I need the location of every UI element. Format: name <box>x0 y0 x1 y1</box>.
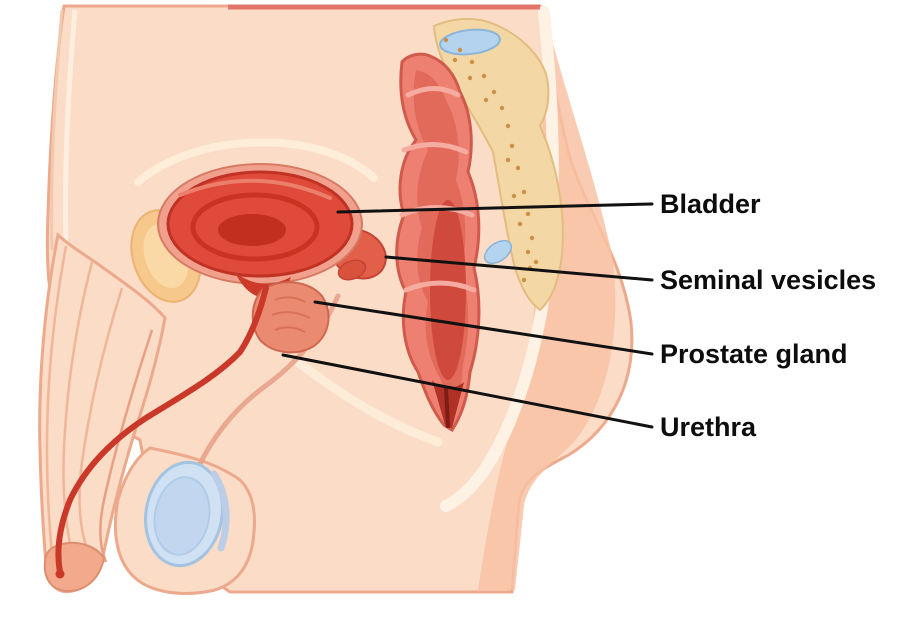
bladder-center <box>218 214 286 246</box>
bladder-inner-ring <box>190 192 320 262</box>
urethra-opening <box>55 569 65 579</box>
rectum-haustra-ridges <box>399 86 477 293</box>
prostate-stripes <box>271 296 311 333</box>
peritoneum-arc <box>134 138 378 186</box>
leader-lines <box>281 202 654 429</box>
glans <box>43 541 106 593</box>
anal-canal-slit <box>444 386 450 428</box>
labels: Bladder Seminal vesicles Prostate gland … <box>660 189 876 442</box>
seminal-vesicles-label: Seminal vesicles <box>660 265 876 295</box>
penis-shaft-lines <box>45 245 154 563</box>
urethra-tube <box>55 285 269 575</box>
testicle-inner <box>153 476 211 556</box>
fascia-band <box>440 6 559 512</box>
spinal-disc-icon <box>439 28 501 56</box>
seminal-vesicles-leader-line <box>384 255 654 282</box>
bladder-leader-line <box>336 202 654 214</box>
bladder-label: Bladder <box>660 189 761 219</box>
urethra-label: Urethra <box>660 412 757 442</box>
epididymis <box>210 470 230 552</box>
bladder <box>157 163 363 299</box>
spinal-disc-lower-icon <box>483 239 513 265</box>
bone-speckles <box>443 37 539 283</box>
prostate-leader-line <box>313 300 654 356</box>
urethra-leader-line <box>281 353 654 429</box>
pelvic-floor-band <box>293 357 443 447</box>
rectum-lumen <box>430 200 466 380</box>
abdominal-wall-edge <box>50 9 64 251</box>
bladder-highlight <box>178 178 332 200</box>
scrotum <box>113 293 341 595</box>
prostate <box>251 281 330 354</box>
abdominal-wall-line <box>62 9 78 249</box>
rectum <box>293 52 481 447</box>
prostate-gland-label: Prostate gland <box>660 339 848 369</box>
sacrum-bone <box>432 18 564 312</box>
urethra <box>55 285 269 579</box>
seminal-vesicle-lobe <box>337 259 367 281</box>
